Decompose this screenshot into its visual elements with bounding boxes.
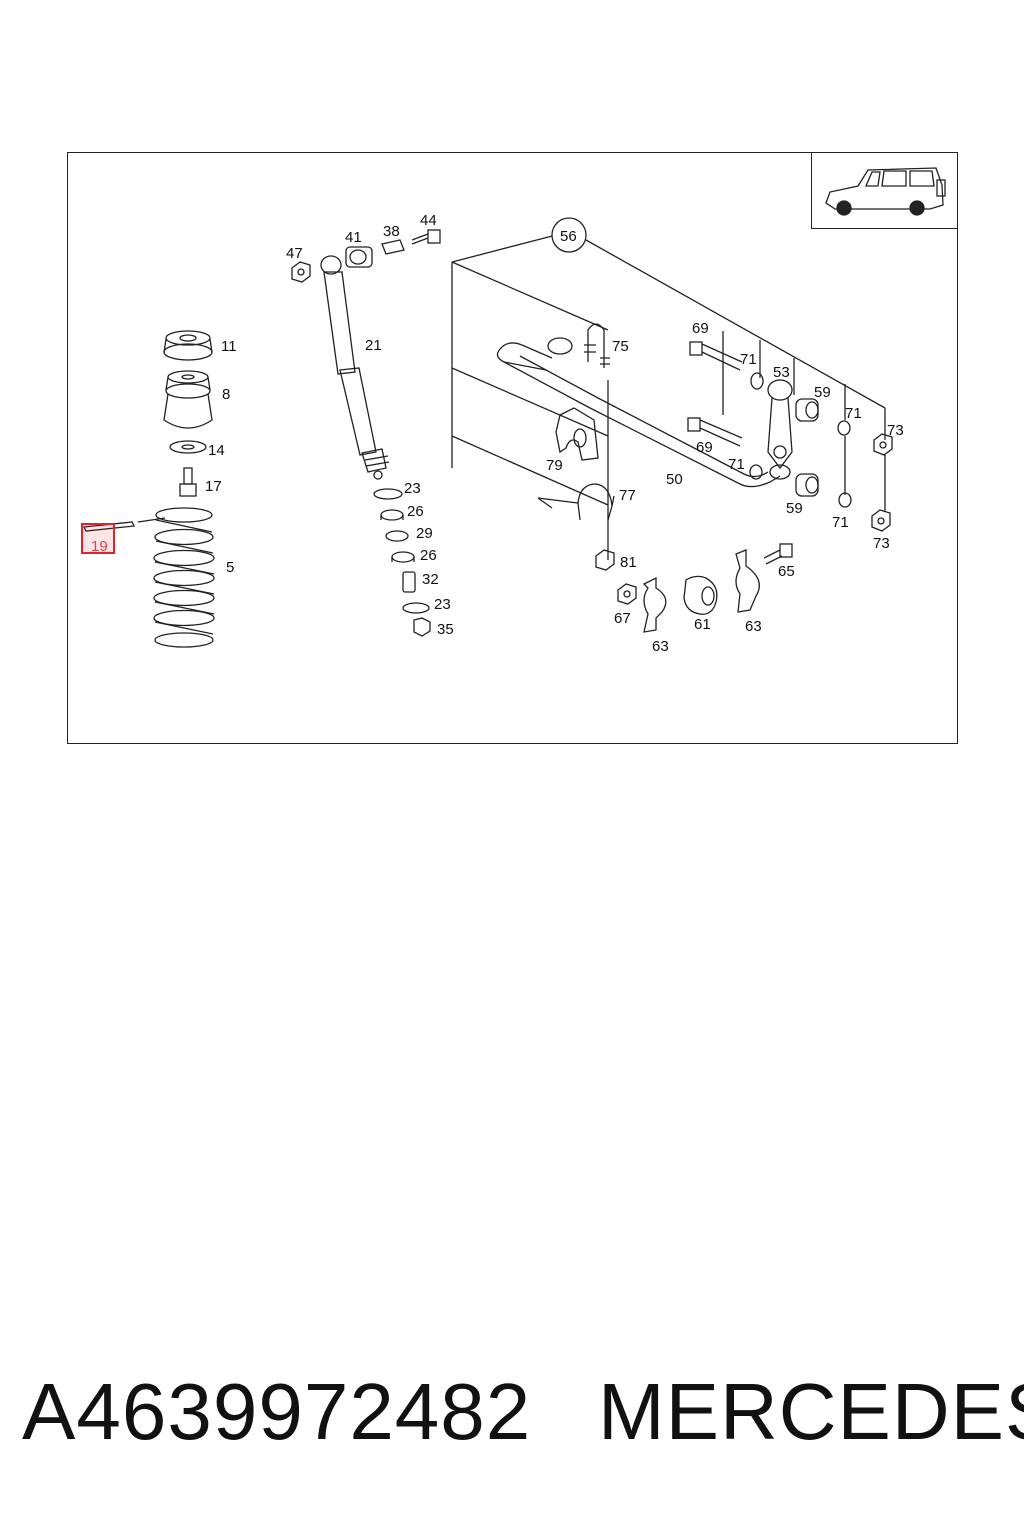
label-41: 41 bbox=[345, 229, 362, 246]
label-38: 38 bbox=[383, 223, 400, 240]
bolt-69-lower bbox=[687, 417, 743, 447]
label-65: 65 bbox=[778, 563, 795, 580]
label-29: 29 bbox=[416, 525, 433, 542]
label-32: 32 bbox=[422, 571, 439, 588]
part-number: A4639972482 bbox=[22, 1367, 532, 1456]
label-47: 47 bbox=[286, 245, 303, 262]
stabilizer-bar bbox=[496, 337, 791, 488]
bolt-65 bbox=[763, 543, 793, 565]
label-73-lower: 73 bbox=[873, 535, 890, 552]
label-17: 17 bbox=[205, 478, 222, 495]
label-50: 50 bbox=[666, 471, 683, 488]
label-71-right: 71 bbox=[845, 405, 862, 422]
label-71-bottom: 71 bbox=[832, 514, 849, 531]
highlight-part-19[interactable] bbox=[81, 523, 115, 554]
label-23-upper: 23 bbox=[404, 480, 421, 497]
label-61: 61 bbox=[694, 616, 711, 633]
nuts-73 bbox=[871, 433, 893, 532]
label-73-upper: 73 bbox=[887, 422, 904, 439]
rubber-59 bbox=[795, 398, 819, 497]
callout-56 bbox=[551, 217, 587, 253]
bolt-69-upper bbox=[689, 341, 743, 371]
bolt-44 bbox=[411, 229, 441, 245]
label-75: 75 bbox=[612, 338, 629, 355]
bar-clamp bbox=[537, 483, 615, 521]
brand-name: MERCEDES bbox=[598, 1367, 1024, 1456]
nut-67 bbox=[617, 583, 637, 605]
label-26-lower: 26 bbox=[420, 547, 437, 564]
label-71-upper: 71 bbox=[740, 351, 757, 368]
label-59-lower: 59 bbox=[786, 500, 803, 517]
label-5: 5 bbox=[226, 559, 234, 576]
washer bbox=[169, 440, 207, 454]
sleeve-38 bbox=[381, 239, 405, 255]
washers-71 bbox=[749, 372, 852, 508]
nut-47 bbox=[291, 261, 311, 283]
link-53 bbox=[767, 379, 793, 470]
label-8: 8 bbox=[222, 386, 230, 403]
label-77: 77 bbox=[619, 487, 636, 504]
shock-absorber bbox=[320, 255, 390, 480]
u-bolt bbox=[584, 323, 610, 368]
label-59-upper: 59 bbox=[814, 384, 831, 401]
label-69-lower: 69 bbox=[696, 439, 713, 456]
diagram-frame bbox=[67, 152, 958, 744]
assembly-box bbox=[451, 233, 886, 560]
nut-81 bbox=[595, 549, 615, 571]
label-53: 53 bbox=[773, 364, 790, 381]
suv-icon bbox=[825, 167, 946, 216]
bolt bbox=[179, 467, 197, 497]
clamp-63-left bbox=[642, 576, 667, 633]
label-79: 79 bbox=[546, 457, 563, 474]
label-63-right: 63 bbox=[745, 618, 762, 635]
label-21: 21 bbox=[365, 337, 382, 354]
mount-stack bbox=[373, 488, 431, 637]
label-14: 14 bbox=[208, 442, 225, 459]
label-35: 35 bbox=[437, 621, 454, 638]
bump-stop bbox=[163, 370, 213, 429]
bushing-41 bbox=[345, 246, 373, 268]
label-71-lower: 71 bbox=[728, 456, 745, 473]
vehicle-thumbnail bbox=[811, 153, 957, 229]
label-67: 67 bbox=[614, 610, 631, 627]
label-19: 19 bbox=[91, 538, 108, 555]
label-69-upper: 69 bbox=[692, 320, 709, 337]
label-81: 81 bbox=[620, 554, 637, 571]
bump-stop-cap bbox=[163, 330, 213, 361]
coil-spring bbox=[153, 507, 215, 648]
bar-bushing bbox=[555, 407, 599, 461]
rubber-61 bbox=[683, 575, 718, 615]
label-63-left: 63 bbox=[652, 638, 669, 655]
label-11: 11 bbox=[221, 338, 237, 355]
pin-part-19 bbox=[82, 517, 166, 532]
label-23-lower: 23 bbox=[434, 596, 451, 613]
label-44: 44 bbox=[420, 212, 437, 229]
label-56: 56 bbox=[560, 228, 577, 245]
clamp-63-right bbox=[735, 549, 760, 613]
exploded-parts-diagram: 47 41 38 44 56 11 21 8 14 17 19 5 23 26 … bbox=[82, 167, 946, 655]
label-26-upper: 26 bbox=[407, 503, 424, 520]
